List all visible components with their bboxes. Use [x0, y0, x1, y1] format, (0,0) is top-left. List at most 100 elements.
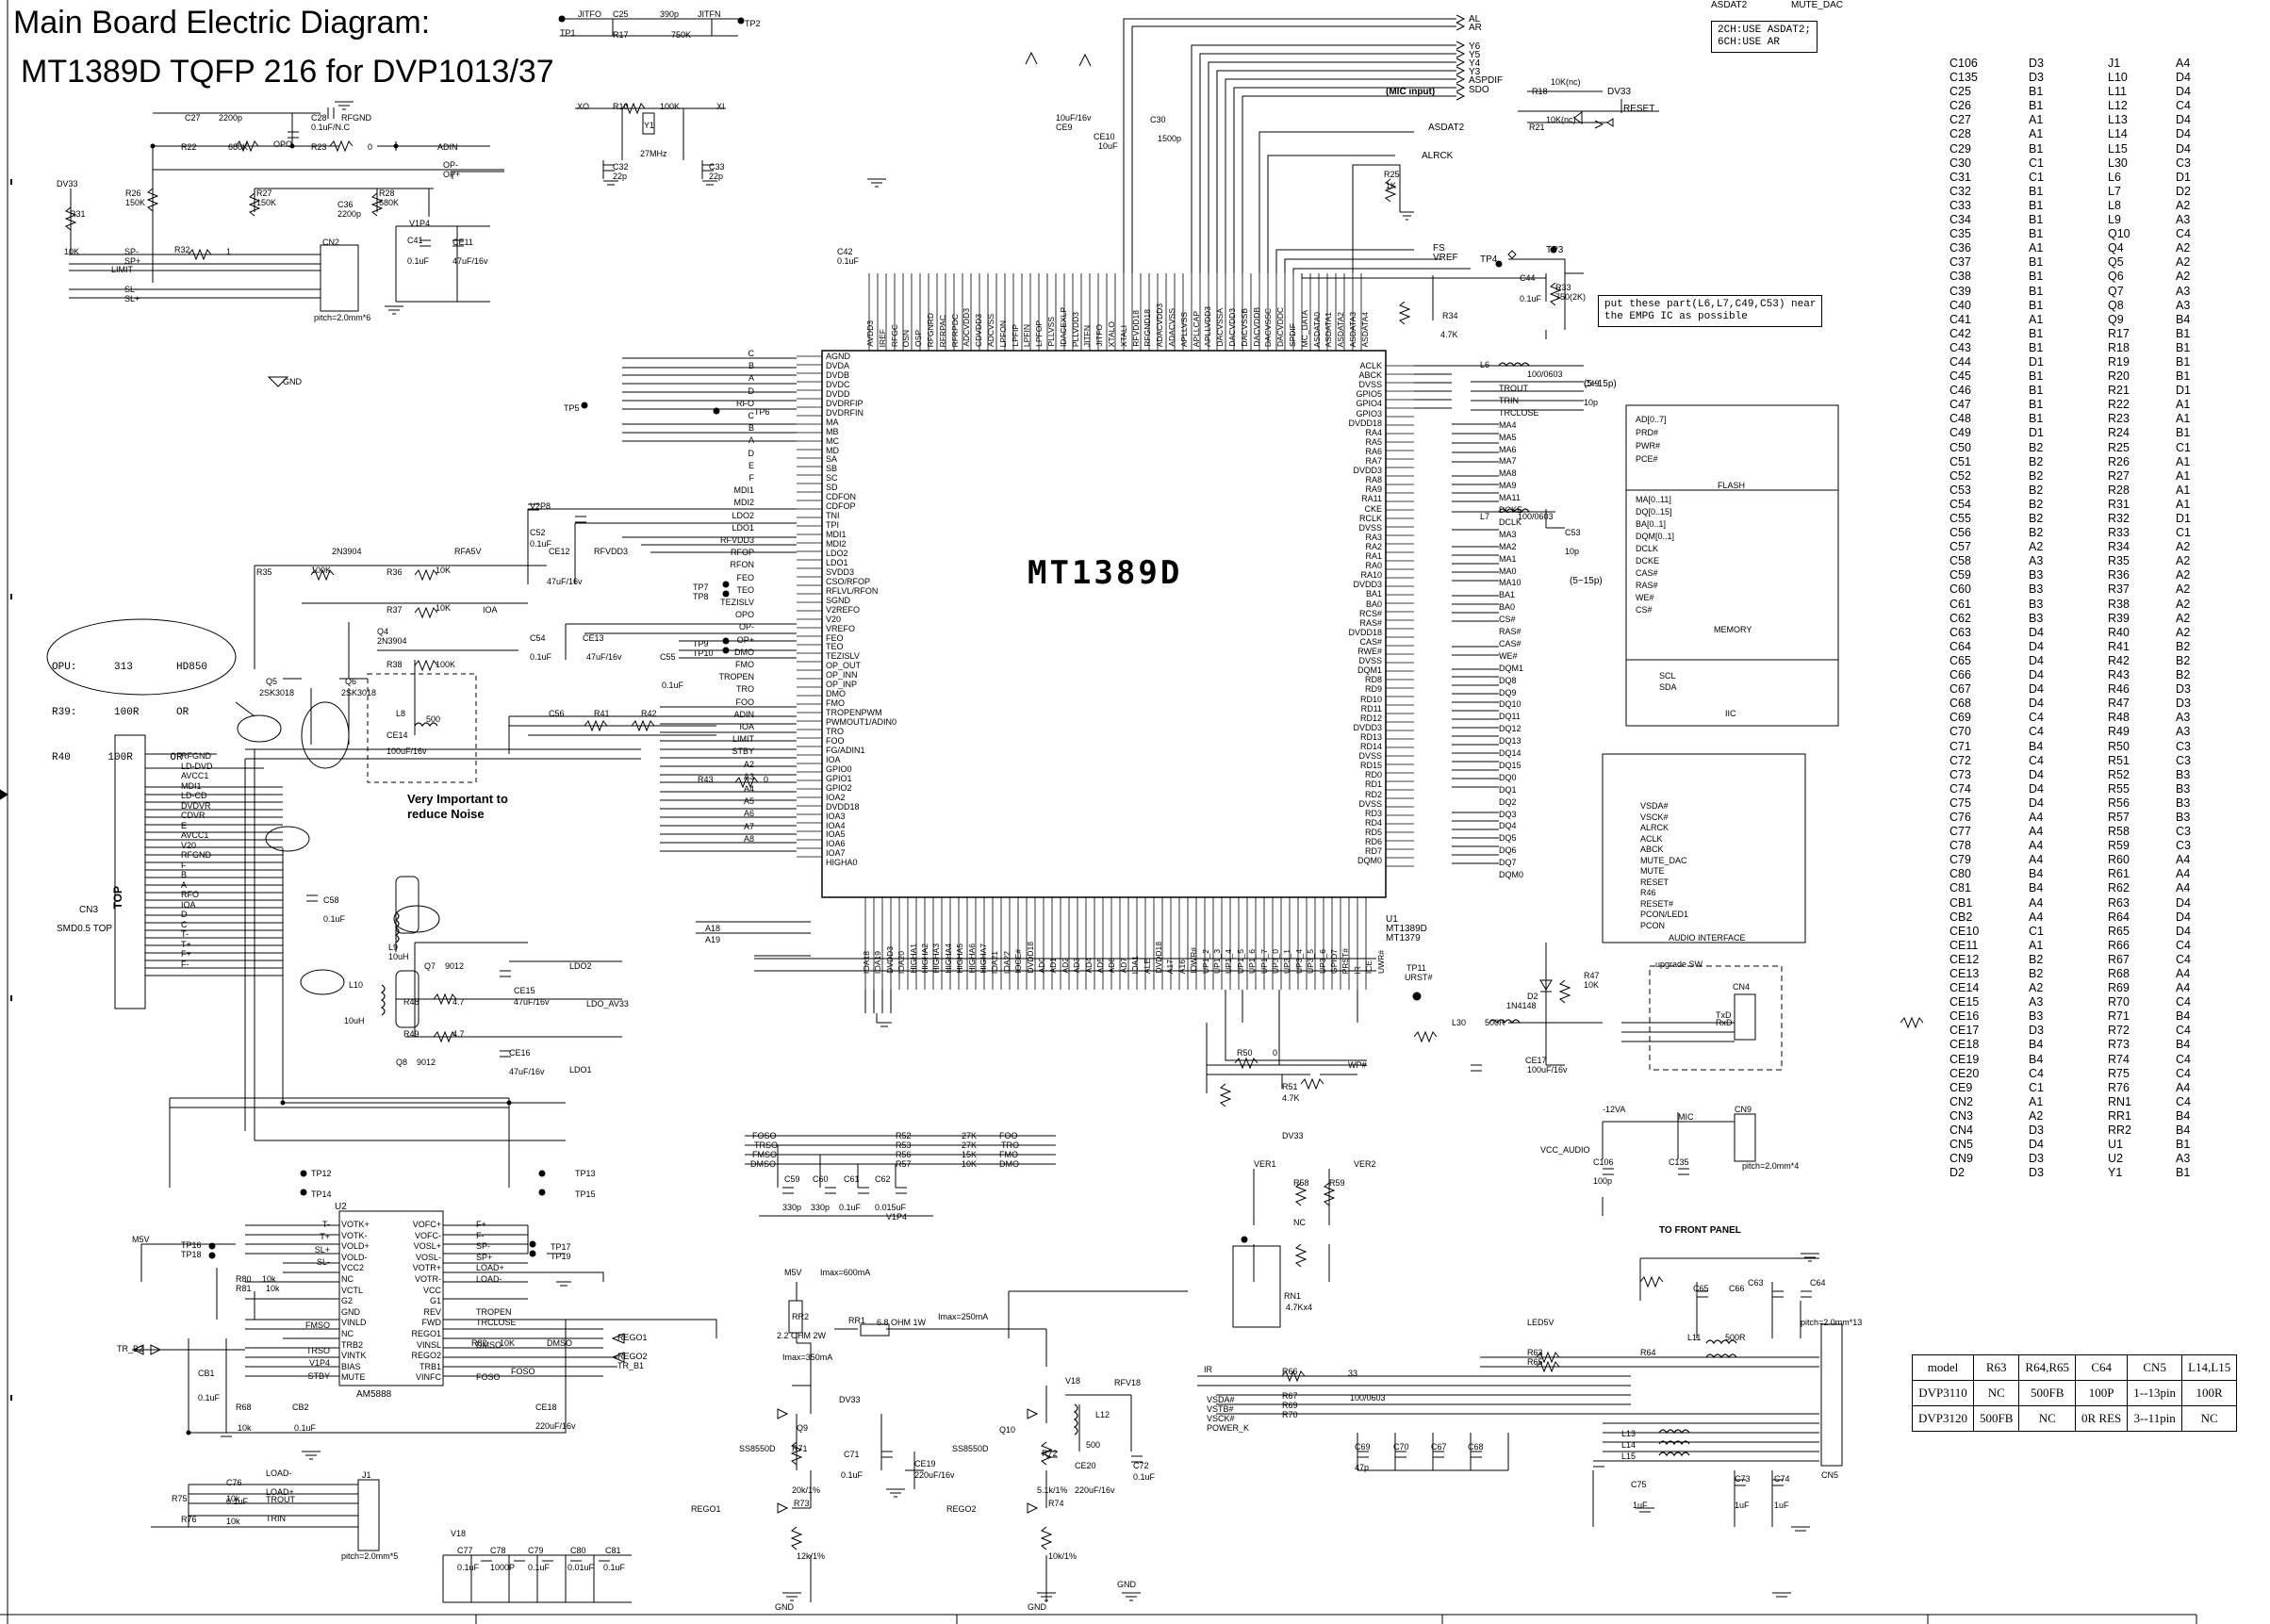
ref-cell: C43 [1949, 340, 1971, 354]
ref-cell: R21 [2108, 384, 2130, 398]
ref-cell: A1 [2029, 113, 2044, 127]
ref-cell: C79 [1949, 853, 1971, 867]
cn3-pin-label: MDI1 [181, 780, 202, 791]
ref-cell: C55 [1949, 512, 1971, 525]
chip-pin-label: UP1_6 [1247, 949, 1258, 974]
ref-cell: D4 [2176, 85, 2191, 99]
part-label-c67: C67 [1431, 1442, 1447, 1452]
ref-cell: B1 [2029, 384, 2044, 398]
chip-pin-label: IOA6 [826, 839, 846, 849]
asdat-note: 2CH:USE ASDAT2; 6CH:USE AR [1711, 21, 1818, 53]
label-fs: FS [1433, 243, 1445, 254]
u2-pin: REGO2 [411, 1351, 441, 1361]
cn3-type: SMD0.5 TOP [57, 924, 113, 934]
part-label-r57v: 10K [962, 1159, 978, 1169]
cn3-pin-label: A [181, 879, 188, 890]
part-label-r31: R31 [70, 209, 86, 219]
part-label-q10: Q10 [999, 1425, 1016, 1435]
cn3-pin-label: CDVR [181, 811, 206, 820]
net-label: DQM0 [1499, 870, 1524, 879]
part-label-r66: R66 [1282, 1367, 1298, 1376]
ref-cell: CB1 [1949, 895, 1973, 910]
part-label-c78: C78 [490, 1546, 506, 1555]
chip-pin-label: ASDATA0 [1311, 311, 1322, 347]
part-label-rfvdd3: RFVDD3 [594, 547, 629, 556]
part-label-trin: TRIN [266, 1514, 286, 1523]
part-label-tp17: TP17 [551, 1242, 571, 1252]
net-label: CAS# [1499, 638, 1522, 648]
part-label-l500r: 500R [1725, 1333, 1746, 1342]
label-vref: VREF [1433, 253, 1458, 263]
ref-cell: B2 [2176, 639, 2191, 653]
part-label-c55: C55 [660, 652, 676, 662]
part-label-q10v: SS8550D [952, 1444, 989, 1453]
net-label: DQ5 [1499, 833, 1517, 844]
chip-pin-label: RFGC [889, 323, 899, 347]
audio-item: MUTE_DAC [1640, 855, 1687, 865]
chip-pin-label: UP1_5 [1235, 949, 1245, 974]
chip-pin-label: RA8 [1365, 475, 1382, 485]
part-label-tp9: TP9 [693, 639, 709, 648]
ref-cell: B1 [2029, 255, 2044, 270]
part-label-r49: R49 [403, 1029, 419, 1039]
chip-pin-label: RD9 [1364, 684, 1382, 695]
ref-cell: L8 [2108, 198, 2121, 212]
net-label: A6 [743, 809, 754, 819]
ref-cell: B3 [2029, 597, 2044, 611]
part-label-c80: C80 [570, 1546, 586, 1555]
ref-cell: B4 [2029, 739, 2044, 753]
net-label: DQ8 [1499, 675, 1517, 685]
ref-cell: R38 [2108, 597, 2130, 611]
chip-pin-label: PLLVSS [1046, 317, 1056, 347]
part-label-r22: R22 [181, 142, 197, 152]
ref-cell: B2 [2176, 653, 2191, 667]
part-label-fmso: FMSO [752, 1150, 777, 1159]
ref-cell: R22 [2108, 398, 2130, 412]
part-label-rr1v: 6.8 OHM 1W [877, 1318, 927, 1327]
chip-pin-label: A17 [1165, 959, 1176, 974]
u2-signal: SP+ [476, 1252, 493, 1262]
chip-pin-label: TNI [826, 511, 840, 521]
part-label-tp5: TP5 [564, 403, 580, 413]
u2-pin: NC [341, 1274, 354, 1284]
ref-cell: C1 [2029, 1080, 2044, 1094]
ref-cell: C38 [1949, 270, 1971, 284]
ref-cell: C51 [1949, 454, 1971, 468]
net-label: RFON [730, 560, 755, 570]
net-label: DQ4 [1499, 821, 1517, 831]
u2-pin: G2 [341, 1296, 354, 1306]
chip-pin-label: ACLK [1359, 361, 1382, 370]
part-label-ce10: CE10 [1094, 132, 1115, 141]
ref-cell: B3 [2029, 568, 2044, 582]
u2-pin: G1 [429, 1296, 441, 1306]
chip-pin-label: HIGHA3 [931, 943, 942, 974]
ref-cell: A3 [2176, 298, 2191, 312]
ref-cell: B1 [2029, 326, 2044, 340]
ref-cell: C4 [2176, 938, 2191, 952]
ref-cell: C46 [1949, 384, 1971, 398]
part-label-gnd: GND [283, 377, 302, 386]
net-label: MA0 [1499, 566, 1517, 576]
ref-cell: D4 [2176, 924, 2191, 938]
part-label-vstb: VSTB# [1207, 1404, 1234, 1414]
net-label: E [748, 460, 754, 470]
chip-pin-label: OSP [913, 330, 924, 347]
ref-cell: B1 [2029, 99, 2044, 113]
ref-cell: C3 [2176, 825, 2191, 839]
part-label-r76: R76 [181, 1515, 197, 1524]
part-label-ce19v: 220uF/16v [914, 1470, 955, 1480]
ref-cell: R72 [2108, 1024, 2130, 1038]
chip-pin-label: RD6 [1364, 837, 1382, 846]
ref-cell: R40 [2108, 625, 2130, 639]
chip-pin-label: RD8 [1364, 675, 1382, 685]
front-panel-note: TO FRONT PANEL [1659, 1225, 1741, 1236]
ref-cell: Q10 [2108, 227, 2130, 241]
chip-pin-label: DVDRFIN [826, 407, 864, 418]
ref-cell: A1 [2029, 312, 2044, 326]
chip-pin-label: RD12 [1359, 713, 1382, 723]
chip-pin-label: IOA7 [826, 848, 846, 859]
part-label-y1: Y1 [644, 121, 655, 130]
chip-pin-label: APLLVSS [1178, 311, 1189, 347]
ref-cell: R43 [2108, 668, 2130, 682]
